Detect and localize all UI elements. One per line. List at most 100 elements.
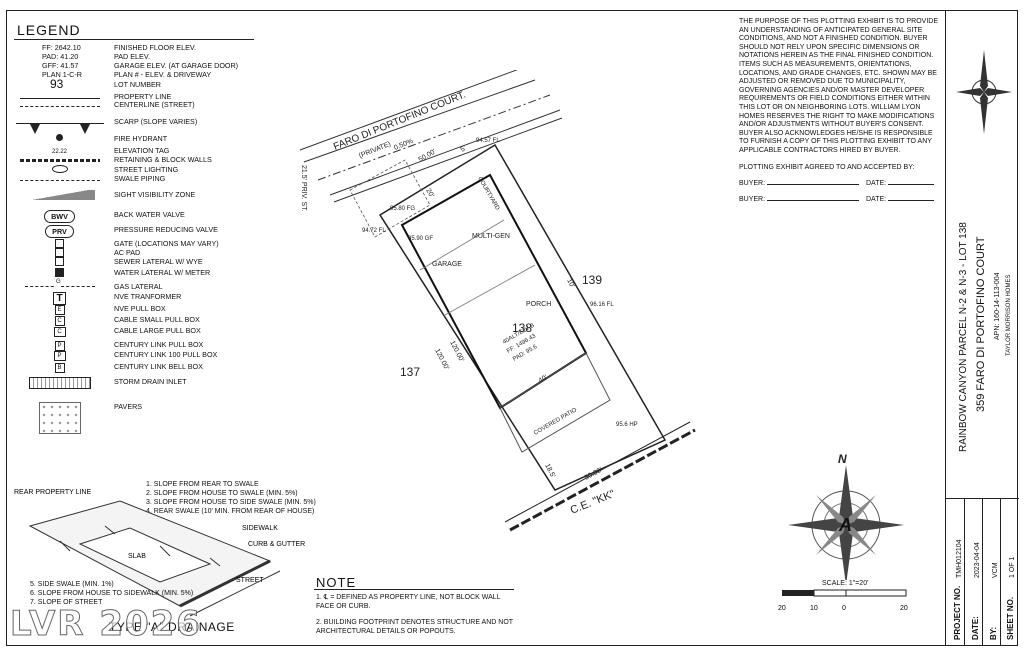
site-plan: FARO DI PORTOFINO COURT. (PRIVATE) 0.50%… [299,70,696,532]
legend-item-label: CENTURY LINK BELL BOX [114,362,203,371]
date-line-2[interactable] [888,200,935,201]
boxt-icon: T [12,292,107,305]
room-multigen: MULTI-GEN [472,233,510,240]
purpose-statement: THE PURPOSE OF THIS PLOTTING EXHIBIT IS … [739,18,939,154]
boxm-icon: P [12,350,107,361]
elev-1: 94.57 FL [476,138,500,144]
agreement-heading: PLOTTING EXHIBIT AGREED TO AND ACCEPTED … [739,164,915,171]
legend-item-label: LOT NUMBER [114,80,161,89]
field-value-by: VCM [992,562,999,578]
label-rear-pl: REAR PROPERTY LINE [14,489,91,496]
label-street: STREET [236,577,264,584]
project-builder: TAYLOR MORRISON HOMES [1006,274,1012,356]
gas-icon: G [12,278,107,291]
dim-40: 40' [538,374,549,385]
note-item: 2. BUILDING FOOTPRINT DENOTES STRUCTURE … [316,619,513,635]
scale-bar: 20 10 0 20 [778,589,908,612]
street-width: 21.5' PRIV. ST. [300,165,307,212]
compass-center-letter: A [838,515,852,535]
legend-item-label: NVE PULL BOX [114,304,166,313]
drainage-step: 1. SLOPE FROM REAR TO SWALE [146,481,259,488]
pl-symbol-icon [12,92,107,101]
date-label-1: DATE: [866,180,887,187]
watermark: LVR 2026 [10,604,202,645]
scale-tick-1: 10 [810,605,818,612]
drainage-step: 2. SLOPE FROM HOUSE TO SWALE (MIN. 5%) [146,490,298,497]
oval-icon: BWV [12,210,107,223]
legend-item-label: PAVERS [114,402,143,411]
elev-tag-icon: 22.22 [51,149,67,155]
notes-underline [314,589,514,590]
text-icon: GFF: 41.57 [42,61,79,70]
room-garage: GARAGE [432,261,462,268]
field-label-project: PROJECT NO. [953,585,962,640]
legend-item-label: ELEVATION TAG [114,146,170,155]
scale-tick-2: 0 [842,605,846,612]
elev-3: 95.80 FG [390,206,415,212]
text-icon: PAD: 41.20 [42,52,79,61]
legend-underline [14,39,254,40]
scale-tick-0: 20 [778,605,786,612]
wall-icon [12,155,107,164]
legend-item-label: SCARP (SLOPE VARIES) [114,117,198,126]
gate-icon [12,239,107,250]
title-block [945,10,1019,646]
elev-2: 94.72 FL [362,228,386,234]
legend-item-label: WATER LATERAL W/ METER [114,268,211,277]
legend-item-label: PROPERTY LINE [114,92,172,101]
legend-item-label: PRESSURE REDUCING VALVE [114,225,218,234]
drainage-step: 3. SLOPE FROM HOUSE TO SIDE SWALE (MIN. … [146,499,316,506]
note-item: 1. ℄ = DEFINED AS PROPERTY LINE, NOT BLO… [316,594,501,610]
buyer-line-2[interactable] [767,200,860,201]
project-title: RAINBOW CANYON PARCEL N-2 & N-3 - LOT 13… [958,222,969,452]
text-icon: 93 [50,77,64,91]
legend-item-label: GARAGE ELEV. (AT GARAGE DOOR) [114,61,239,70]
legend-item-label: FIRE HYDRANT [114,134,168,143]
boxm-icon: C [12,326,107,337]
legend-item-label: CABLE SMALL PULL BOX [114,315,200,324]
legend-item-label: GATE (LOCATIONS MAY VARY) [114,239,219,248]
dim-5: 5' [460,145,468,154]
dim-front: 50.00' [418,148,438,163]
drainage-steps-bottom: 5. SIDE SWALE (MIN. 1%) 6. SLOPE FROM HO… [30,580,193,607]
legend-item-label: STORM DRAIN INLET [114,377,187,386]
dim-left: 120.00' [433,348,450,371]
buyer-label-1: BUYER: [739,180,766,187]
drainage-diagram: REAR PROPERTY LINE SLAB SIDEWALK CURB & … [14,489,305,617]
legend-item-label: SWALE PIPING [114,174,166,183]
text-icon: PLAN 1-C-R [42,70,82,79]
boxs-icon: B [12,362,107,373]
boxs-icon: C [12,315,107,326]
legend-item-label: BACK WATER VALVE [114,210,185,219]
legend-item-label: CENTURY LINK 100 PULL BOX [114,350,218,359]
legend-item-label: STREET LIGHTING [114,165,179,174]
boxs-icon: P [12,340,107,351]
legend-item-label: PLAN # - ELEV. & DRIVEWAY [114,70,212,79]
elev-5: 96.16 FL [590,302,614,308]
notes-title: NOTE [316,575,357,590]
neighbor-right: 139 [582,273,602,287]
legend-item-label: RETAINING & BLOCK WALLS [114,155,212,164]
drainage-step: 6. SLOPE FROM HOUSE TO SIDEWALK (MIN. 5%… [30,590,194,597]
light-icon [12,165,107,175]
dim-18: 18.5' [543,463,556,480]
pavers-icon [12,402,107,436]
cl-symbol-icon [12,100,107,109]
dim-20: 20' [424,188,435,199]
sheet-border [6,10,1018,646]
drainage-step: 4. REAR SWALE (10' MIN. FROM REAR OF HOU… [146,508,315,515]
legend-item-label: FINISHED FLOOR ELEV. [114,43,197,52]
notes-list: 1. ℄ = DEFINED AS PROPERTY LINE, NOT BLO… [316,594,516,636]
inlet-icon [12,377,107,391]
drainage-steps-top: 1. SLOPE FROM REAR TO SWALE 2. SLOPE FRO… [146,480,316,516]
legend-item-label: SEWER LATERAL W/ WYE [114,257,203,266]
street-private: (PRIVATE) [358,141,392,160]
elev-4: 95.90 GF [408,236,433,242]
buyer-line-1[interactable] [767,184,860,185]
rear-street: C.E. "KK" [569,488,617,517]
text-icon: FF: 2642.10 [42,43,81,52]
legend-item-label: AC PAD [114,248,141,257]
company-logo-icon [956,50,1012,134]
drainage-title: TYPE "A" DRAINAGE [109,620,235,634]
date-line-1[interactable] [888,184,935,185]
